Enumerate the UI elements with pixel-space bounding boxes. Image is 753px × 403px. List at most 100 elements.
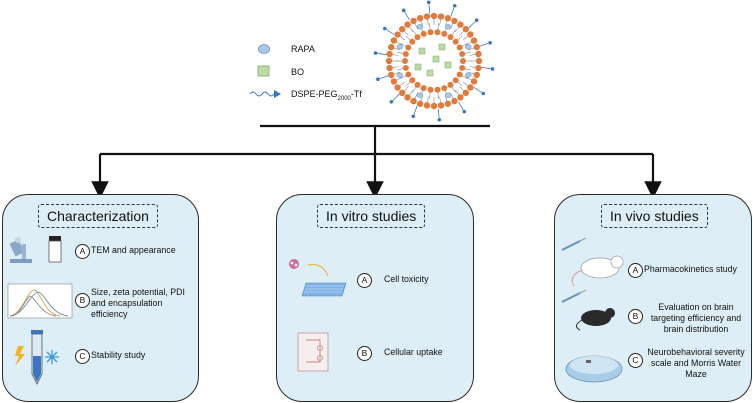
- black-mouse-icon: [576, 308, 615, 331]
- rapa-molecule: [444, 24, 452, 30]
- lipid-head-outer: [462, 25, 470, 33]
- lipid-head-inner: [402, 58, 408, 64]
- rapa-molecule: [416, 24, 424, 30]
- lipid-tail: [464, 68, 471, 71]
- tf-ligand: [474, 18, 479, 23]
- lipid-head-inner: [427, 86, 434, 93]
- rapa-molecule: [416, 92, 424, 98]
- lipid-head-outer: [386, 64, 393, 72]
- syringe-icon-1: [561, 237, 587, 251]
- lipid-head-inner: [447, 34, 454, 41]
- lipid-head-outer: [410, 17, 417, 25]
- peg-chain: [428, 4, 431, 14]
- lipid-head-inner: [434, 29, 441, 36]
- lipid-head-inner: [420, 85, 427, 92]
- bo-molecule: [432, 55, 440, 63]
- lipid-head-outer: [390, 78, 398, 85]
- bo-molecule: [426, 69, 434, 77]
- lipid-head-outer: [386, 50, 393, 58]
- legend-bo-label: BO: [291, 67, 305, 77]
- lipid-head-inner: [447, 81, 454, 88]
- invivo-item-a: Pharmacokinetics study: [644, 264, 737, 274]
- peg-chain: [468, 21, 476, 29]
- lipid-head-outer: [394, 84, 401, 91]
- white-rat-icon: [571, 255, 624, 287]
- peg-chain: [479, 43, 489, 47]
- tf-ligand: [488, 40, 492, 45]
- lipid-head-outer: [451, 17, 458, 25]
- lipid-head-inner: [414, 81, 421, 88]
- bo-icon: [257, 65, 270, 77]
- lipid-head-inner: [409, 38, 416, 45]
- lipid-head-outer: [390, 37, 398, 44]
- lipid-head-outer: [416, 15, 424, 22]
- characterization-item-a: TEM and appearance: [91, 245, 176, 255]
- size-distribution-icon: [7, 283, 73, 319]
- peg-chain: [392, 93, 400, 101]
- tf-ligand: [389, 99, 394, 104]
- bo-molecule: [414, 63, 422, 71]
- lipid-head-outer: [398, 89, 406, 97]
- lipid-head-outer: [467, 31, 474, 38]
- lipid-head-outer: [457, 94, 464, 101]
- rapa-molecule: [396, 44, 404, 50]
- bo-molecule: [438, 43, 446, 51]
- peg-chain: [450, 7, 455, 17]
- lipid-head-outer: [416, 100, 424, 107]
- lipid-tail: [405, 81, 411, 87]
- lipid-tail: [412, 86, 417, 93]
- lipid-tail: [437, 23, 439, 31]
- tf-ligand: [452, 3, 457, 8]
- peg-chain: [404, 11, 410, 20]
- lipid-head-outer: [473, 71, 480, 79]
- lipid-tail: [461, 43, 468, 47]
- legend-rapa-label: RAPA: [291, 44, 315, 54]
- lipid-tail: [397, 51, 404, 54]
- lipid-tail: [461, 75, 468, 79]
- legend-icons: [249, 44, 281, 98]
- tf-ligand: [490, 67, 495, 71]
- microscope-icon: [9, 237, 32, 263]
- lipid-tail: [429, 23, 431, 31]
- lightning-icon: [15, 346, 25, 366]
- invitro-marker-a: A: [357, 273, 372, 288]
- lipid-head-inner: [427, 29, 434, 36]
- lipid-head-outer: [473, 43, 480, 51]
- lipid-head-inner: [405, 44, 412, 51]
- water-maze-icon: [565, 355, 623, 383]
- tf-ligand: [376, 77, 380, 82]
- rapa-molecule: [444, 92, 452, 98]
- characterization-item-b: Size, zeta potential, PDI and encapsulat…: [91, 287, 185, 319]
- lipid-head-outer: [437, 13, 445, 20]
- lipid-tail: [451, 29, 456, 36]
- lipid-head-outer: [451, 97, 458, 105]
- lipid-head-inner: [402, 64, 409, 71]
- characterization-marker-b: B: [75, 293, 90, 308]
- lipid-tail: [464, 51, 471, 54]
- cell-plate-icon: [301, 282, 347, 297]
- rapa-molecule: [396, 72, 404, 78]
- lipid-head-outer: [470, 37, 478, 44]
- dosing-arrow-icon: [307, 263, 329, 277]
- invivo-marker-c: C: [628, 353, 643, 368]
- vial-icon: [48, 236, 62, 263]
- lipid-tail: [437, 91, 439, 99]
- peg-chain: [437, 108, 440, 118]
- rapa-molecule: [464, 72, 472, 78]
- lipid-head-inner: [409, 77, 416, 84]
- lipid-head-inner: [459, 64, 466, 71]
- tf-ligand: [401, 8, 406, 13]
- lipid-head-inner: [452, 77, 459, 84]
- peg-chain: [377, 52, 387, 55]
- lipid-head-outer: [437, 102, 445, 109]
- lipid-tail: [400, 43, 407, 47]
- peg-chain: [413, 105, 418, 115]
- characterization-item-c: Stability study: [91, 350, 146, 360]
- invitro-marker-b: B: [357, 346, 372, 361]
- legend-peg-label: DSPE-PEG2000-Tf: [291, 89, 362, 102]
- lipid-head-outer: [423, 13, 431, 20]
- invivo-item-b: Evaluation on brain targeting efficiency…: [650, 302, 742, 334]
